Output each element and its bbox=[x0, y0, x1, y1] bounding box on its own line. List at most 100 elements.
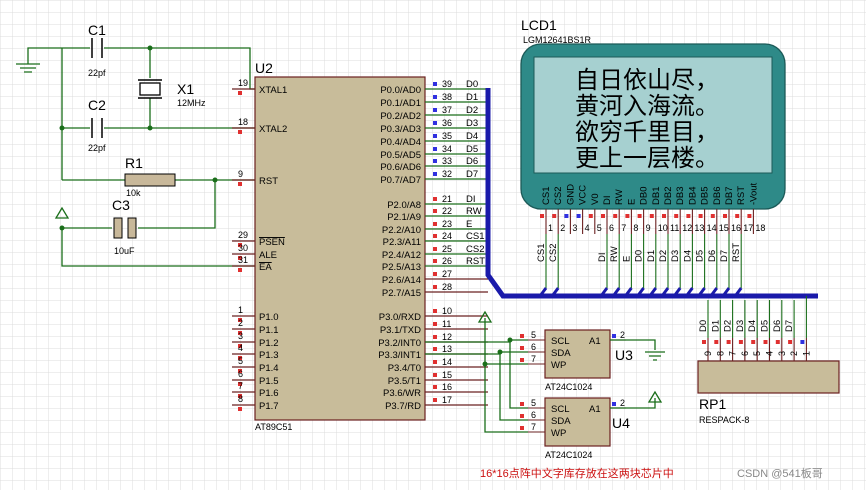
mcu-left-pin-label: P1.7 bbox=[259, 401, 279, 412]
mcu-right-pin-num: 14 bbox=[442, 357, 452, 367]
pin-state-marker bbox=[520, 334, 524, 338]
lcd-pin-num: 2 bbox=[560, 223, 565, 233]
lcd-net-label: RST bbox=[731, 243, 742, 262]
rp1-pin-num: 6 bbox=[740, 351, 750, 356]
mcu-right-pin-label: P0.3/AD3 bbox=[380, 124, 421, 135]
mcu-right-pin-label: P0.5/AD5 bbox=[380, 150, 421, 161]
pin-state-marker bbox=[433, 259, 437, 263]
lcd-pin-num: 1 bbox=[548, 223, 553, 233]
mcu-left-pin-num: 18 bbox=[238, 117, 248, 127]
rp1-net-label: D5 bbox=[760, 320, 771, 332]
c2-value: 22pf bbox=[88, 143, 106, 153]
pin-state-marker bbox=[433, 134, 437, 138]
pin-state-marker bbox=[686, 214, 691, 218]
pin-state-marker bbox=[520, 346, 524, 350]
lcd-net-label: RW bbox=[609, 246, 620, 262]
lcd-pin-label: DB3 bbox=[675, 187, 686, 205]
mcu-right-pin-num: 32 bbox=[442, 169, 452, 179]
lcd-net-label: D5 bbox=[695, 250, 706, 262]
c3-ref: C3 bbox=[112, 197, 130, 213]
lcd-pin-label: DB7 bbox=[724, 187, 735, 205]
mcu-net-label: D2 bbox=[466, 105, 478, 116]
pin-state-marker bbox=[238, 407, 242, 411]
mcu-right-pin-num: 27 bbox=[442, 269, 452, 279]
lcd-pin-label: V0 bbox=[590, 193, 601, 205]
lcd-line-2: 黄河入海流。 bbox=[575, 92, 719, 120]
lcd-pin-label: DB4 bbox=[687, 187, 698, 205]
pin-state-marker bbox=[433, 309, 437, 313]
u3-pin-label: SCL bbox=[551, 336, 569, 347]
u4-chip bbox=[544, 397, 611, 447]
mcu-right-pin-num: 35 bbox=[442, 131, 452, 141]
pin-state-marker bbox=[735, 214, 740, 218]
lcd-pin-num: 17 bbox=[743, 223, 753, 233]
pin-state-marker bbox=[698, 214, 703, 218]
pin-state-marker bbox=[433, 147, 437, 151]
mcu-right-pin-label: P0.2/AD2 bbox=[380, 111, 421, 122]
mcu-left-pin-num: 1 bbox=[238, 305, 243, 315]
lcd-net-label: D7 bbox=[719, 250, 730, 262]
pin-state-marker bbox=[238, 182, 242, 186]
mcu-ref: U2 bbox=[255, 60, 273, 76]
mcu-left-pin-num: 2 bbox=[238, 318, 243, 328]
note-text: 16*16点阵中文字库存放在这两块芯片中 bbox=[480, 466, 674, 480]
lcd-part: LGM12641BS1R bbox=[523, 35, 592, 45]
mcu-right-pin-label: P3.0/RXD bbox=[379, 312, 421, 323]
pin-state-marker bbox=[726, 340, 731, 344]
pin-state-marker bbox=[433, 82, 437, 86]
rp1-pin-num: 8 bbox=[715, 351, 725, 356]
pin-state-marker bbox=[433, 209, 437, 213]
rp1-net-label: D3 bbox=[735, 320, 746, 332]
lcd-pin-num: 3 bbox=[572, 223, 577, 233]
pin-state-marker bbox=[238, 243, 242, 247]
mcu-right-pin-label: P3.1/TXD bbox=[380, 325, 421, 336]
lcd-net-label: D2 bbox=[658, 250, 669, 262]
mcu-left-pin-num: 7 bbox=[238, 381, 243, 391]
mcu-right-pin-label: P2.5/A13 bbox=[382, 262, 421, 273]
pin-state-marker bbox=[520, 414, 524, 418]
mcu-net-label: RW bbox=[466, 206, 482, 217]
mcu-right-pin-num: 38 bbox=[442, 92, 452, 102]
x1-ref: X1 bbox=[177, 81, 194, 97]
mcu-left-pin-label: XTAL2 bbox=[259, 124, 287, 135]
r1-ref: R1 bbox=[125, 155, 143, 171]
pin-state-marker bbox=[662, 214, 666, 218]
mcu-left-pin-label: P1.2 bbox=[259, 338, 279, 349]
mcu-right-pin-label: P3.7/RD bbox=[385, 401, 421, 412]
u3-pin-label: SDA bbox=[551, 348, 571, 359]
lcd-net-label: D4 bbox=[682, 250, 693, 262]
pin-state-marker bbox=[738, 340, 743, 344]
pin-state-marker bbox=[433, 121, 437, 125]
lcd-net-label: CS2 bbox=[548, 244, 559, 262]
pin-state-marker bbox=[238, 331, 242, 335]
pin-state-marker bbox=[238, 369, 242, 373]
u3-a1-label: A1 bbox=[589, 336, 601, 347]
mcu-right-pin-num: 24 bbox=[442, 231, 452, 241]
lcd-net-label: D3 bbox=[670, 250, 681, 262]
mcu-net-label: RST bbox=[466, 256, 485, 267]
mcu-right-pin-num: 36 bbox=[442, 118, 452, 128]
mcu-net-label: E bbox=[466, 219, 472, 230]
mcu-net-label: D5 bbox=[466, 144, 478, 155]
watermark: CSDN @541板哥 bbox=[737, 466, 823, 480]
pin-state-marker bbox=[238, 256, 242, 260]
pin-state-marker bbox=[238, 356, 242, 360]
mcu-part: AT89C51 bbox=[255, 422, 292, 432]
lcd-net-label: E bbox=[621, 256, 632, 262]
mcu-right-pin-num: 22 bbox=[442, 206, 452, 216]
lcd-pin-num: 6 bbox=[609, 223, 614, 233]
u4-pin-label: WP bbox=[551, 428, 566, 439]
lcd-pin-num: 16 bbox=[731, 223, 741, 233]
pin-state-marker bbox=[520, 426, 524, 430]
c3-value: 10uF bbox=[114, 246, 135, 256]
lcd-pin-num: 13 bbox=[694, 223, 704, 233]
lcd-line-4: 更上一层楼。 bbox=[575, 144, 719, 172]
lcd-pin-label: GND bbox=[565, 184, 576, 205]
pin-state-marker bbox=[788, 340, 793, 344]
mcu-right-pin-num: 15 bbox=[442, 370, 452, 380]
pin-state-marker bbox=[433, 222, 437, 226]
rp1-body bbox=[697, 360, 840, 394]
